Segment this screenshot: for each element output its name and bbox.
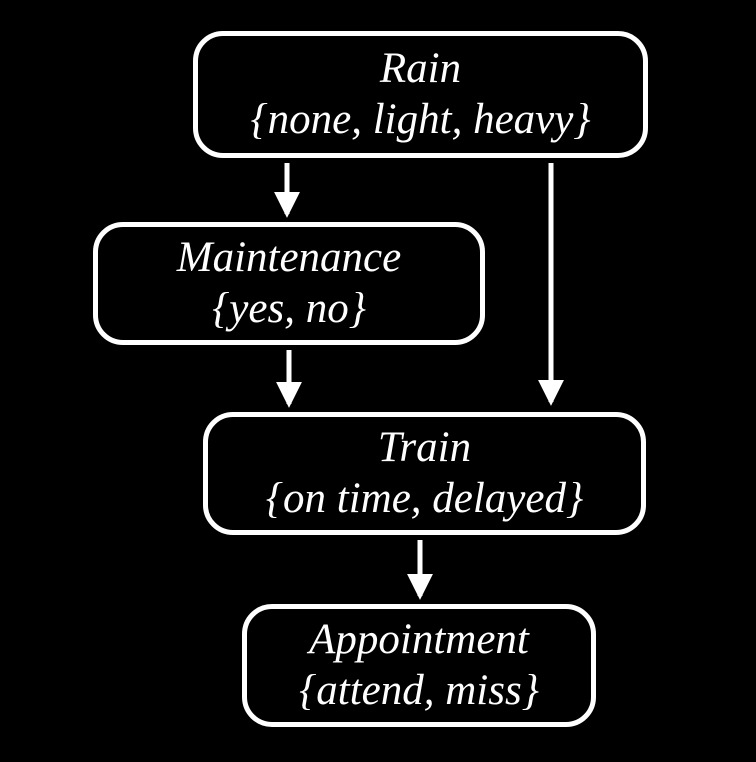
node-maintenance-domain: {yes, no}: [212, 284, 366, 332]
node-rain: Rain {none, light, heavy}: [193, 31, 648, 158]
node-rain-domain: {none, light, heavy}: [250, 95, 591, 143]
node-maintenance: Maintenance {yes, no}: [93, 222, 485, 345]
node-train-label: Train: [377, 424, 472, 472]
node-maintenance-label: Maintenance: [176, 234, 402, 282]
node-rain-label: Rain: [379, 45, 462, 93]
node-train: Train {on time, delayed}: [203, 412, 646, 535]
node-train-domain: {on time, delayed}: [265, 474, 584, 522]
node-appointment: Appointment {attend, miss}: [242, 604, 596, 727]
node-appointment-domain: {attend, miss}: [299, 666, 539, 714]
node-appointment-label: Appointment: [309, 616, 529, 664]
